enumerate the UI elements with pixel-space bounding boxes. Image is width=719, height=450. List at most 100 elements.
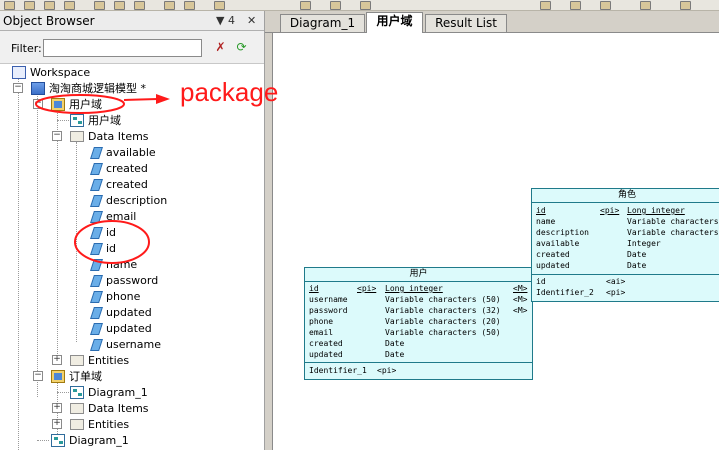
attr-type: Date	[627, 261, 647, 270]
toolbar-properties-icon[interactable]	[540, 1, 551, 10]
expander-package-order[interactable]: −	[33, 370, 43, 381]
tab-diagram-1[interactable]: Diagram_1	[280, 14, 365, 32]
data-item-label: email	[106, 209, 137, 223]
attr-name: phone	[309, 317, 334, 326]
toolbar-window-icon[interactable]	[570, 1, 581, 10]
diagram-icon	[51, 433, 65, 447]
tree-data-item[interactable]: created	[90, 176, 148, 192]
tab-result-list[interactable]: Result List	[425, 14, 507, 32]
toolbar-misc-icon[interactable]	[640, 1, 651, 10]
toolbar-save-icon[interactable]	[44, 1, 55, 10]
tree-entities[interactable]: Entities	[70, 352, 129, 368]
toolbar-zoom-icon[interactable]	[300, 1, 311, 10]
tree-order-data-items[interactable]: Data Items	[70, 400, 149, 416]
attr-name: email	[309, 328, 334, 337]
toolbar-undo-icon[interactable]	[164, 1, 175, 10]
data-item-label: updated	[106, 321, 152, 335]
tree-diagram-order[interactable]: Diagram_1	[70, 384, 148, 400]
object-browser-titlebar: Object Browser ▼ 4 ✕	[0, 11, 264, 31]
tree-data-item[interactable]: password	[90, 272, 158, 288]
expander-order-data-items[interactable]: +	[52, 402, 62, 413]
tree-model-label: 淘淘商城逻辑模型 *	[49, 82, 146, 95]
attr-type: Variable characters (50)	[385, 295, 501, 304]
attr-type: Long integer	[627, 206, 685, 215]
tree-data-items[interactable]: Data Items	[70, 128, 149, 144]
expander-model[interactable]: −	[13, 82, 23, 93]
data-item-icon	[90, 226, 102, 238]
toolbar-generate-icon[interactable]	[360, 1, 371, 10]
annotation-package-label: package	[180, 77, 279, 107]
tree-diagram-user-label: 用户域	[88, 114, 121, 127]
tree-data-item[interactable]: description	[90, 192, 167, 208]
filter-label: Filter:	[11, 42, 42, 55]
tree-data-item[interactable]: id	[90, 224, 116, 240]
tree-data-item[interactable]: created	[90, 160, 148, 176]
attr-mandatory: <M>	[513, 295, 528, 304]
tree-package-order-label: 订单域	[69, 370, 102, 383]
diagram-tab-bar: Diagram_1 用户域 Result List	[265, 11, 719, 33]
data-item-label: description	[106, 193, 168, 207]
identifier-tag: <ai>	[606, 277, 626, 286]
tree-data-item[interactable]: updated	[90, 304, 152, 320]
data-item-icon	[90, 162, 102, 174]
data-item-icon	[90, 178, 102, 190]
close-icon[interactable]: ✕	[247, 14, 257, 27]
tree-diagram-root[interactable]: Diagram_1	[51, 432, 129, 448]
attr-name: password	[309, 306, 348, 315]
attr-name: created	[536, 250, 570, 259]
attr-name: description	[536, 228, 589, 237]
toolbar-print-icon[interactable]	[64, 1, 75, 10]
clear-filter-icon[interactable]: ✗	[215, 40, 226, 54]
diagram-icon	[70, 385, 84, 399]
entity-title: 角色	[532, 189, 719, 203]
workspace-icon	[12, 65, 26, 79]
tree-order-entities[interactable]: Entities	[70, 416, 129, 432]
attr-name: updated	[309, 350, 343, 359]
tree-data-item[interactable]: name	[90, 256, 137, 272]
tree-data-item[interactable]: available	[90, 144, 156, 160]
toolbar-help-icon[interactable]	[600, 1, 611, 10]
attr-name: username	[309, 295, 348, 304]
attr-type: Variable characters (32)	[385, 306, 501, 315]
expander-order-entities[interactable]: +	[52, 418, 62, 429]
package-icon	[51, 97, 65, 111]
tree-diagram-root-label: Diagram_1	[69, 433, 129, 447]
tree-data-item[interactable]: phone	[90, 288, 140, 304]
tree-data-item[interactable]: username	[90, 336, 161, 352]
attr-mandatory: <M>	[513, 306, 528, 315]
attr-type: Date	[385, 339, 405, 348]
toolbar-check-icon[interactable]	[330, 1, 341, 10]
toolbar-find-icon[interactable]	[214, 1, 225, 10]
toolbar-cut-icon[interactable]	[94, 1, 105, 10]
tree-data-item[interactable]: updated	[90, 320, 152, 336]
filter-input[interactable]	[43, 39, 202, 57]
attr-type: Date	[385, 350, 405, 359]
expander-data-items[interactable]: −	[52, 130, 62, 141]
tree-workspace[interactable]: Workspace	[12, 64, 90, 80]
expander-package-user[interactable]: −	[33, 98, 43, 109]
refresh-icon[interactable]: ⟳	[236, 40, 247, 54]
attr-pk: <pi>	[357, 284, 377, 293]
panel-menu-icon[interactable]: ▼ 4	[216, 14, 235, 27]
toolbar-open-icon[interactable]	[24, 1, 35, 10]
toolbar-copy-icon[interactable]	[114, 1, 125, 10]
tree-data-item[interactable]: id	[90, 240, 116, 256]
tree-diagram-user[interactable]: 用户域	[70, 112, 121, 128]
tab-user-domain[interactable]: 用户域	[366, 12, 423, 33]
data-item-label: created	[106, 177, 148, 191]
attr-name: name	[536, 217, 556, 226]
toolbar-misc2-icon[interactable]	[680, 1, 691, 10]
tree-package-order[interactable]: 订单域	[51, 368, 102, 384]
tree-data-item[interactable]: email	[90, 208, 136, 224]
toolbar-redo-icon[interactable]	[184, 1, 195, 10]
expander-entities[interactable]: +	[52, 354, 62, 365]
data-item-label: id	[106, 225, 117, 239]
data-item-icon	[90, 242, 102, 254]
toolbar-new-icon[interactable]	[4, 1, 15, 10]
tree-package-user[interactable]: 用户域	[51, 96, 102, 112]
toolbar-paste-icon[interactable]	[134, 1, 145, 10]
tree-model[interactable]: 淘淘商城逻辑模型 *	[31, 80, 146, 96]
